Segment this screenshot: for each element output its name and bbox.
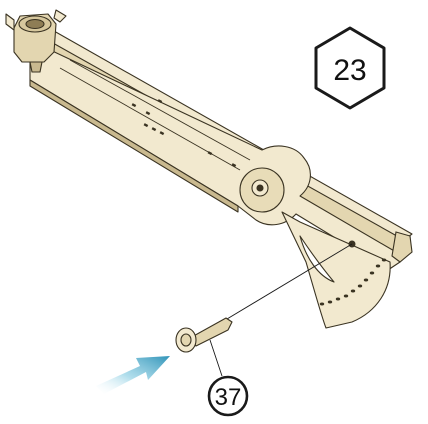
- sector-hole: [370, 272, 374, 275]
- sector-hole: [376, 265, 380, 268]
- pivot-hole: [257, 185, 263, 191]
- crank-socket-inner: [26, 20, 44, 29]
- crank-foot: [30, 62, 42, 72]
- sector-hole: [344, 295, 348, 298]
- crank-tab-right: [54, 10, 66, 22]
- sector-hole: [382, 259, 386, 262]
- sector-hole: [320, 303, 324, 306]
- peg-head-inner: [181, 334, 191, 346]
- sector-hole: [328, 301, 332, 304]
- sector-hole: [336, 298, 340, 301]
- arm-end-cap: [392, 232, 412, 262]
- peg-part: [176, 318, 232, 352]
- step-number: 23: [333, 54, 366, 87]
- sector-hole: [351, 290, 355, 293]
- step-badge: 23: [316, 28, 384, 108]
- crank-tab-left: [6, 14, 14, 30]
- callout-number: 37: [215, 384, 242, 411]
- part-callout: 37: [209, 377, 247, 415]
- pivot-joint: [240, 168, 284, 212]
- insert-arrow-icon: [96, 356, 170, 394]
- sector-hole: [364, 279, 368, 282]
- sector-hole: [358, 285, 362, 288]
- callout-leader: [210, 340, 222, 376]
